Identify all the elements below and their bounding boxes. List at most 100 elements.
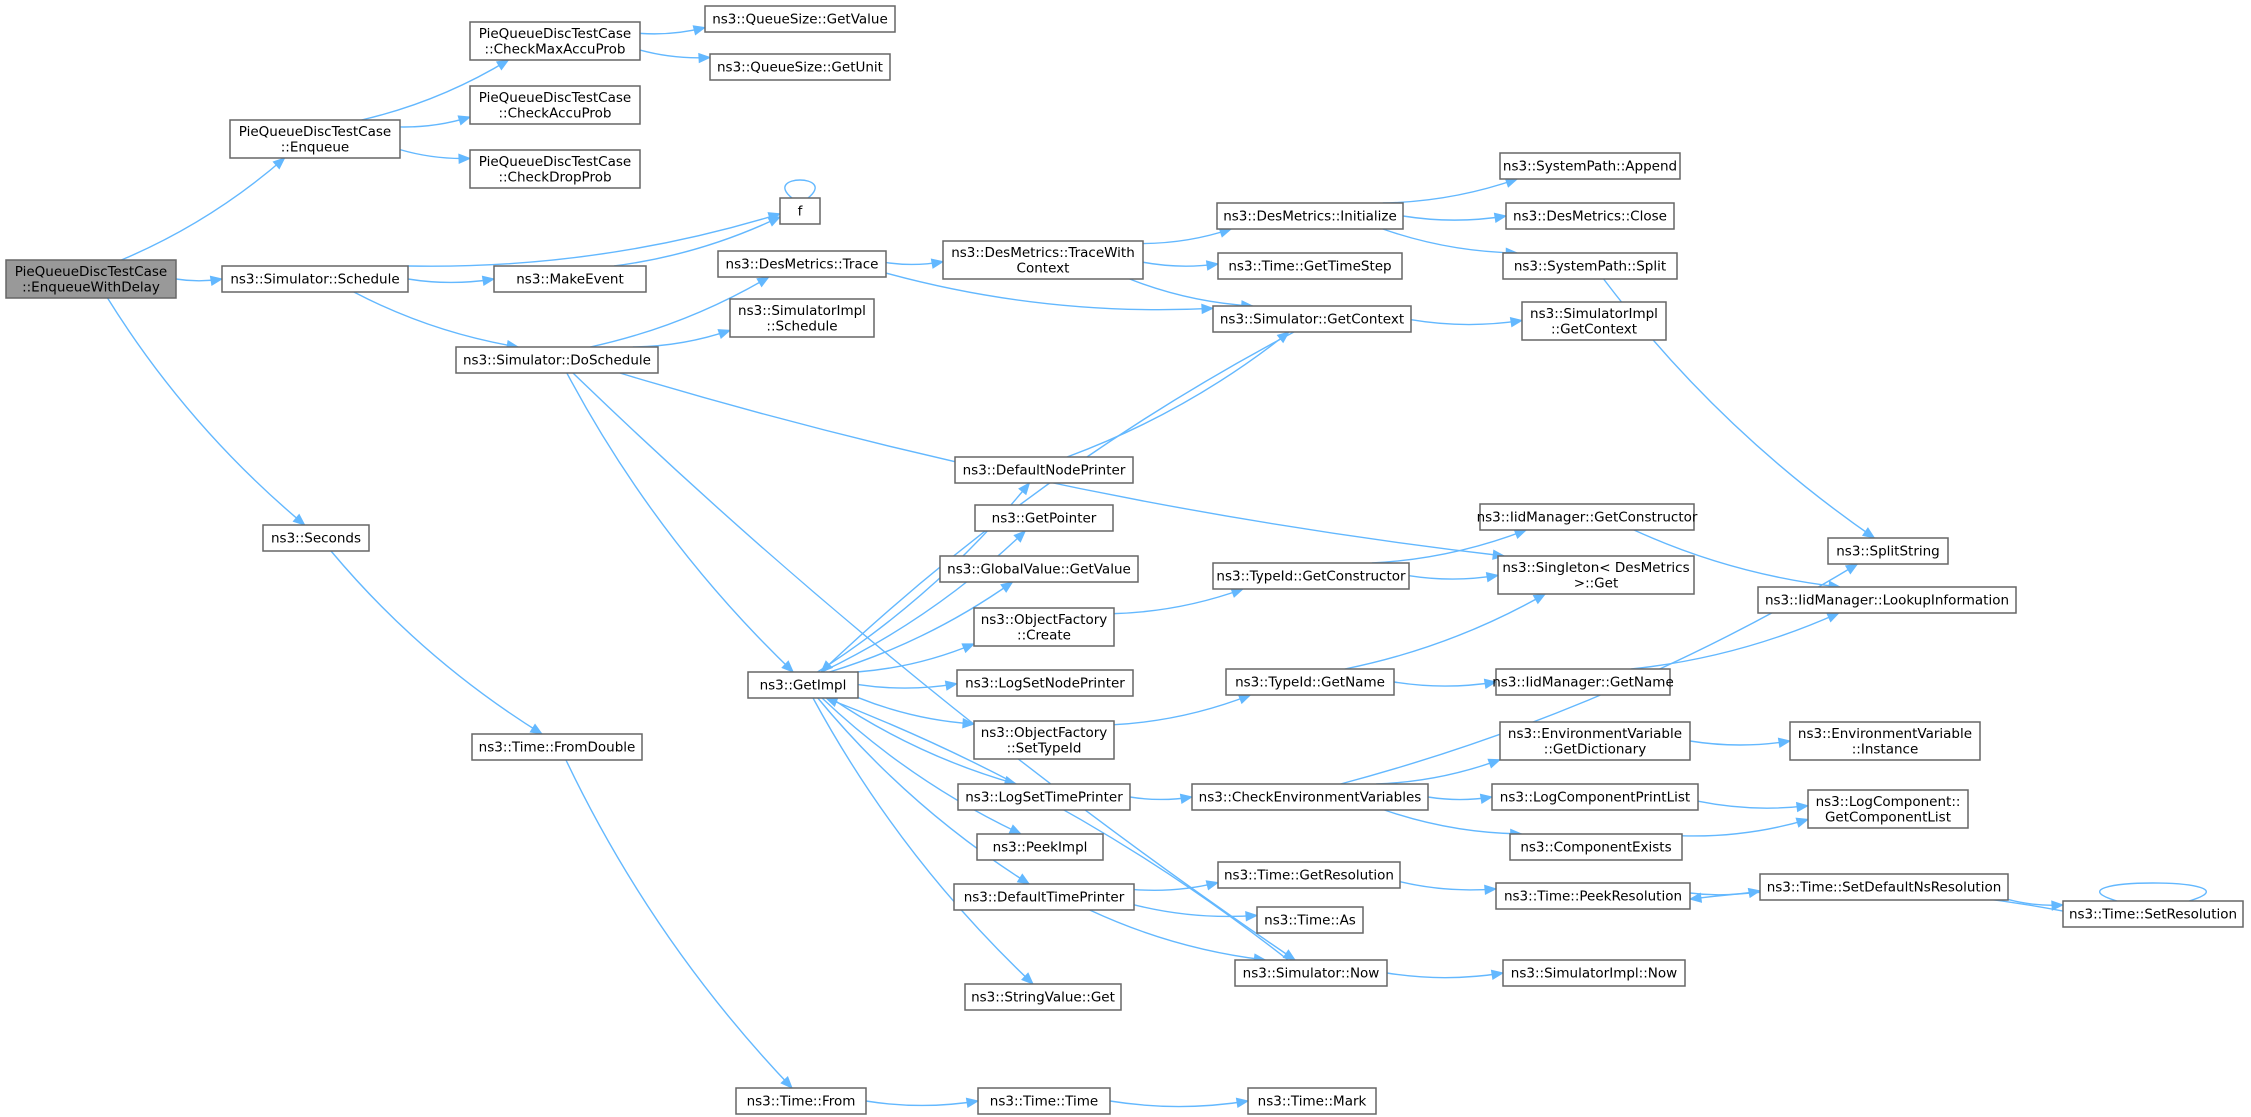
node-getpointer[interactable]: ns3::GetPointer [974, 504, 1114, 532]
node-simnow[interactable]: ns3::Simulator::Now [1234, 959, 1388, 987]
node-box-checkmax[interactable] [469, 21, 641, 61]
node-iidlookup[interactable]: ns3::IidManager::LookupInformation [1757, 586, 2017, 614]
node-simimplctx[interactable]: ns3::SimulatorImpl::GetContext [1521, 301, 1667, 341]
node-box-iidgetname[interactable] [1495, 668, 1671, 696]
node-qsunit[interactable]: ns3::QueueSize::GetUnit [709, 53, 891, 81]
node-box-doschedule[interactable] [455, 346, 659, 374]
node-defnodeprinter[interactable]: ns3::DefaultNodePrinter [954, 456, 1134, 484]
node-box-getcontext[interactable] [1212, 305, 1412, 333]
node-box-enqueue[interactable] [229, 119, 401, 159]
node-box-compexists[interactable] [1509, 833, 1683, 861]
node-box-logcomplist[interactable] [1807, 789, 1969, 829]
node-iidgetctor[interactable]: ns3::IidManager::GetConstructor [1477, 503, 1698, 531]
node-box-timemark[interactable] [1247, 1087, 1377, 1115]
node-root[interactable]: PieQueueDiscTestCase::EnqueueWithDelay [5, 259, 177, 299]
node-box-checkdrop[interactable] [469, 149, 641, 189]
node-logcomplist[interactable]: ns3::LogComponent::GetComponentList [1807, 789, 1969, 829]
node-getimpl[interactable]: ns3::GetImpl [747, 671, 859, 699]
node-box-getimpl[interactable] [747, 671, 859, 699]
node-envgetdict[interactable]: ns3::EnvironmentVariable::GetDictionary [1499, 721, 1691, 761]
node-box-timetime[interactable] [977, 1087, 1111, 1115]
node-box-schedule[interactable] [221, 265, 409, 293]
node-box-fromdouble[interactable] [471, 733, 643, 761]
node-box-iidlookup[interactable] [1757, 586, 2017, 614]
node-box-root[interactable] [5, 259, 177, 299]
node-box-logcompprint[interactable] [1491, 783, 1699, 811]
node-timetime[interactable]: ns3::Time::Time [977, 1087, 1111, 1115]
node-box-timepeekres[interactable] [1495, 882, 1691, 910]
node-checkaccu[interactable]: PieQueueDiscTestCase::CheckAccuProb [469, 85, 641, 125]
node-box-checkenv[interactable] [1191, 783, 1429, 811]
node-timegetres[interactable]: ns3::Time::GetResolution [1217, 861, 1401, 889]
node-box-deftimeprinter[interactable] [953, 883, 1135, 911]
node-compexists[interactable]: ns3::ComponentExists [1509, 833, 1683, 861]
node-simimplsched[interactable]: ns3::SimulatorImpl::Schedule [729, 298, 875, 338]
node-spsplit[interactable]: ns3::SystemPath::Split [1502, 252, 1678, 280]
node-enqueue[interactable]: PieQueueDiscTestCase::Enqueue [229, 119, 401, 159]
node-box-peekimpl[interactable] [976, 833, 1104, 861]
node-box-tidgetctor[interactable] [1212, 562, 1410, 590]
node-fromdouble[interactable]: ns3::Time::FromDouble [471, 733, 643, 761]
node-box-timefrom[interactable] [735, 1087, 867, 1115]
node-checkmax[interactable]: PieQueueDiscTestCase::CheckMaxAccuProb [469, 21, 641, 61]
node-peekimpl[interactable]: ns3::PeekImpl [976, 833, 1104, 861]
node-box-singleton[interactable] [1497, 555, 1695, 595]
node-logcompprint[interactable]: ns3::LogComponentPrintList [1491, 783, 1699, 811]
node-box-makeevent[interactable] [493, 265, 647, 293]
node-box-checkaccu[interactable] [469, 85, 641, 125]
node-box-timesetres[interactable] [2062, 900, 2244, 928]
node-checkenv[interactable]: ns3::CheckEnvironmentVariables [1191, 783, 1429, 811]
node-dmclose[interactable]: ns3::DesMetrics::Close [1505, 202, 1675, 230]
node-gvgetvalue[interactable]: ns3::GlobalValue::GetValue [939, 555, 1139, 583]
node-ofcreate[interactable]: ns3::ObjectFactory::Create [973, 607, 1115, 647]
node-schedule[interactable]: ns3::Simulator::Schedule [221, 265, 409, 293]
node-box-simnow[interactable] [1234, 959, 1388, 987]
node-box-getpointer[interactable] [974, 504, 1114, 532]
node-makeevent[interactable]: ns3::MakeEvent [493, 265, 647, 293]
node-timesetdefault[interactable]: ns3::Time::SetDefaultNsResolution [1759, 873, 2009, 901]
node-box-dmtrace[interactable] [717, 250, 887, 278]
node-tidgetname[interactable]: ns3::TypeId::GetName [1225, 668, 1395, 696]
node-seconds[interactable]: ns3::Seconds [262, 524, 370, 552]
node-dminit[interactable]: ns3::DesMetrics::Initialize [1216, 202, 1404, 230]
node-timeas[interactable]: ns3::Time::As [1256, 906, 1364, 934]
node-tidgetctor[interactable]: ns3::TypeId::GetConstructor [1212, 562, 1410, 590]
node-box-iidgetctor[interactable] [1479, 503, 1695, 531]
node-box-dmclose[interactable] [1505, 202, 1675, 230]
node-dmtrace[interactable]: ns3::DesMetrics::Trace [717, 250, 887, 278]
node-getcontext[interactable]: ns3::Simulator::GetContext [1212, 305, 1412, 333]
node-box-qsunit[interactable] [709, 53, 891, 81]
node-timemark[interactable]: ns3::Time::Mark [1247, 1087, 1377, 1115]
node-deftimeprinter[interactable]: ns3::DefaultTimePrinter [953, 883, 1135, 911]
node-logsettime[interactable]: ns3::LogSetTimePrinter [957, 783, 1131, 811]
node-box-envgetdict[interactable] [1499, 721, 1691, 761]
node-doschedule[interactable]: ns3::Simulator::DoSchedule [455, 346, 659, 374]
node-box-f[interactable] [779, 197, 821, 225]
node-box-gettimestep[interactable] [1217, 252, 1403, 280]
node-box-spappend[interactable] [1499, 152, 1681, 180]
node-iidgetname[interactable]: ns3::IidManager::GetName [1492, 668, 1674, 696]
node-box-simimplnow[interactable] [1502, 959, 1686, 987]
node-timefrom[interactable]: ns3::Time::From [735, 1087, 867, 1115]
node-box-splitstring[interactable] [1827, 537, 1949, 565]
node-box-spsplit[interactable] [1502, 252, 1678, 280]
node-box-logsettime[interactable] [957, 783, 1131, 811]
node-timepeekres[interactable]: ns3::Time::PeekResolution [1495, 882, 1691, 910]
node-box-seconds[interactable] [262, 524, 370, 552]
node-box-timesetdefault[interactable] [1759, 873, 2009, 901]
node-box-simimplsched[interactable] [729, 298, 875, 338]
node-box-timeas[interactable] [1256, 906, 1364, 934]
node-box-tidgetname[interactable] [1225, 668, 1395, 696]
node-box-tracewith[interactable] [942, 240, 1144, 280]
node-box-logsetnode[interactable] [956, 669, 1134, 697]
node-gettimestep[interactable]: ns3::Time::GetTimeStep [1217, 252, 1403, 280]
node-box-defnodeprinter[interactable] [954, 456, 1134, 484]
node-box-svget[interactable] [964, 983, 1122, 1011]
node-splitstring[interactable]: ns3::SplitString [1827, 537, 1949, 565]
node-box-simimplctx[interactable] [1521, 301, 1667, 341]
node-box-ofsettype[interactable] [973, 720, 1115, 760]
node-singleton[interactable]: ns3::Singleton< DesMetrics >::Get [1497, 555, 1695, 595]
node-envinstance[interactable]: ns3::EnvironmentVariable::Instance [1789, 721, 1981, 761]
node-checkdrop[interactable]: PieQueueDiscTestCase::CheckDropProb [469, 149, 641, 189]
